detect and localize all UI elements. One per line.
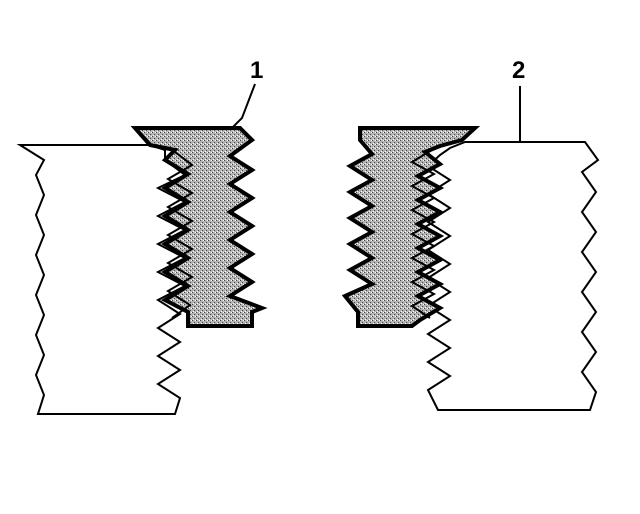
left-thread-insert (130, 126, 268, 328)
callout-1-leader (231, 83, 256, 129)
left-thread-edge (166, 151, 194, 319)
left-base-block (16, 144, 188, 415)
callout-2-label: 2 (512, 57, 525, 84)
right-thread-insert (341, 126, 481, 328)
right-thread-edge (409, 149, 437, 319)
right-base-block (426, 141, 600, 411)
callout-1-label: 1 (250, 57, 263, 84)
